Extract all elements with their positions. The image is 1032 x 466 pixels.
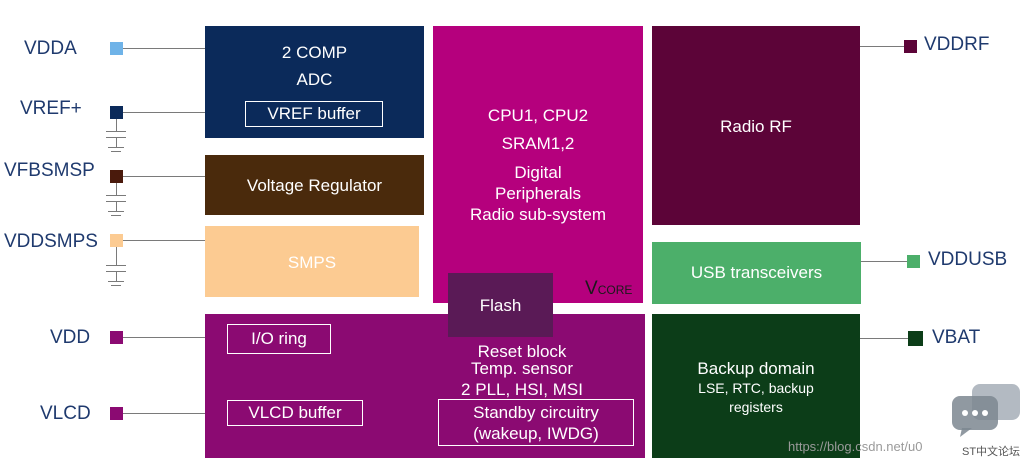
wire-vdda <box>123 48 205 49</box>
pin-label-vddrf: VDDRF <box>924 34 990 55</box>
vref-buffer-box: VREF buffer <box>245 101 383 127</box>
core-line-sram: SRAM1,2 <box>501 134 575 153</box>
adc-line-adc: ADC <box>296 70 333 89</box>
pin-label-vbat: VBAT <box>932 327 981 348</box>
pin-vbat <box>908 331 923 346</box>
backup-title: Backup domain <box>697 359 815 378</box>
wire-vref <box>123 112 245 113</box>
pin-vddrf <box>904 40 917 53</box>
watermark-logo-text: ST中文论坛 <box>962 446 1021 458</box>
standby-line1: Standby circuitry <box>473 403 599 422</box>
flash-block: Flash <box>448 273 553 337</box>
radio-rf-label: Radio RF <box>720 117 792 136</box>
pin-label-vddusb: VDDUSB <box>928 249 1008 270</box>
temp-sensor-label: Temp. sensor <box>470 359 574 378</box>
chat-bubble-icon <box>952 384 1020 437</box>
backup-domain-block: Backup domain LSE, RTC, backup registers <box>652 314 860 458</box>
vlcd-buffer-box: VLCD buffer <box>227 400 363 426</box>
flash-label: Flash <box>479 296 522 315</box>
pin-vddusb <box>907 255 920 268</box>
usb-transceivers-label: USB transceivers <box>690 263 823 282</box>
pin-label-vfbsmsp: VFBSMSP <box>4 160 95 181</box>
standby-circuitry-box: Standby circuitry (wakeup, IWDG) <box>438 399 634 446</box>
core-line-cpu: CPU1, CPU2 <box>487 106 589 125</box>
pll-label: 2 PLL, HSI, MSI <box>461 380 583 399</box>
wire-vfbsmsp <box>123 176 205 177</box>
vdd-domain-block: I/O ring VLCD buffer Reset block Temp. s… <box>205 314 645 458</box>
core-line-radio-subsystem: Radio sub-system <box>469 205 607 224</box>
pin-vddsmps <box>110 234 123 247</box>
adc-line-comp: 2 COMP <box>281 43 348 62</box>
wire-vddrf <box>860 46 904 47</box>
pin-vfbsmsp <box>110 170 123 183</box>
core-line-peripherals: Peripherals <box>495 184 581 203</box>
reset-block-label: Reset block <box>477 342 567 361</box>
backup-line3: registers <box>729 399 783 415</box>
radio-rf-block: Radio RF <box>652 26 860 225</box>
pin-vdd <box>110 331 123 344</box>
pin-label-vdda: VDDA <box>24 38 77 59</box>
pin-label-vref: VREF+ <box>20 98 82 119</box>
wire-vddsmps <box>123 240 205 241</box>
pin-label-vddsmps: VDDSMPS <box>4 231 98 252</box>
adc-block: 2 COMP ADC VREF buffer <box>205 26 424 138</box>
pin-label-vdd: VDD <box>50 327 91 348</box>
wire-vdd <box>123 337 205 338</box>
pin-vdda <box>110 42 123 55</box>
smps-label: SMPS <box>287 253 337 272</box>
pin-vlcd <box>110 407 123 420</box>
wire-vbat <box>860 338 908 339</box>
forum-logo <box>950 382 1026 438</box>
usb-transceivers-block: USB transceivers <box>652 242 861 304</box>
pin-vref <box>110 106 123 119</box>
voltage-regulator-block: Voltage Regulator <box>205 155 424 215</box>
standby-line2: (wakeup, IWDG) <box>473 424 599 443</box>
smps-block: SMPS <box>205 226 419 297</box>
watermark-url: https://blog.csdn.net/u0 <box>788 439 923 454</box>
vcore-label: VCORE <box>585 278 633 299</box>
wire-vddusb <box>861 261 907 262</box>
pin-label-vlcd: VLCD <box>40 403 91 424</box>
io-ring-box: I/O ring <box>227 324 331 354</box>
core-line-digital: Digital <box>514 163 562 182</box>
backup-line2: LSE, RTC, backup <box>698 380 814 396</box>
core-block: CPU1, CPU2 SRAM1,2 Digital Peripherals R… <box>433 26 643 303</box>
voltage-regulator-label: Voltage Regulator <box>246 176 383 195</box>
wire-vlcd <box>123 413 205 414</box>
